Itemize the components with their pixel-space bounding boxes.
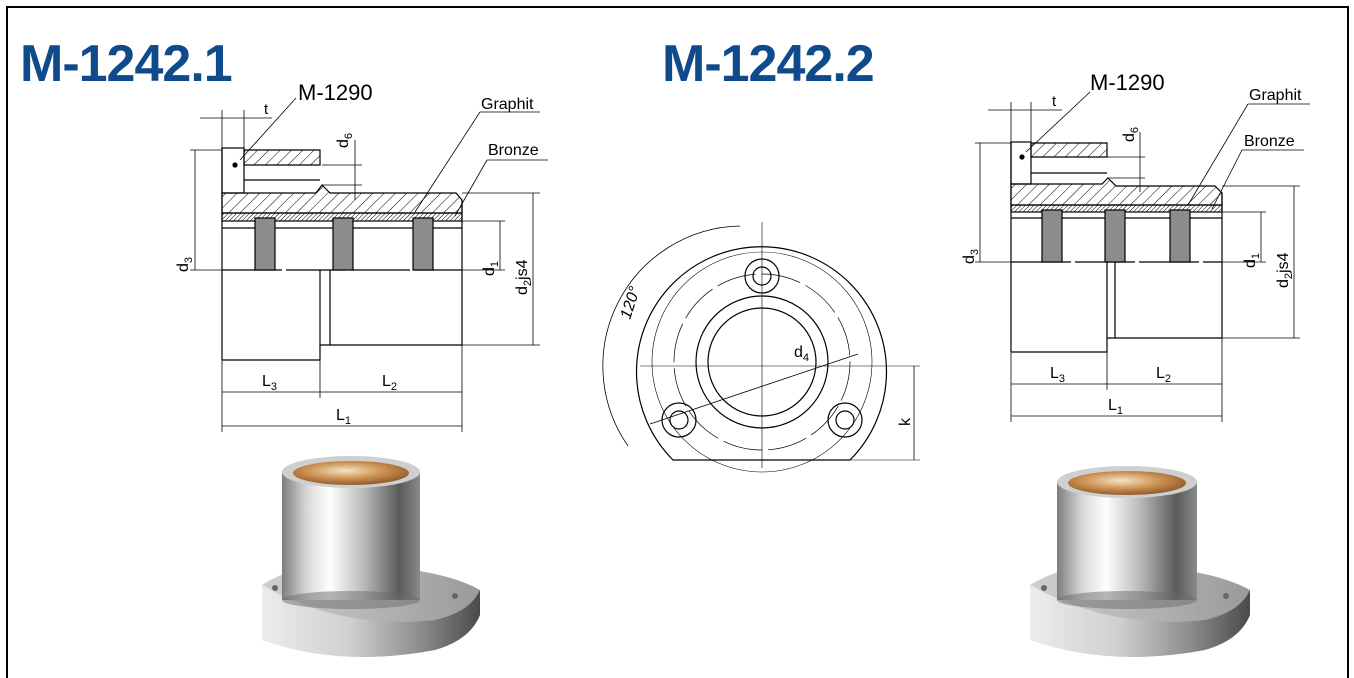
- left-title: M-1242.1: [20, 35, 233, 93]
- right-dim-t: t: [1052, 93, 1057, 110]
- left-part-label: M-1290: [298, 80, 373, 105]
- right-dim-L2: L2: [1156, 365, 1171, 385]
- left-dim-L1: L1: [336, 407, 351, 427]
- right-dim-d3: d3: [961, 249, 981, 264]
- right-section-view: [975, 91, 1310, 422]
- svg-text:120°: 120°: [618, 284, 645, 321]
- left-section-view: [190, 97, 548, 432]
- left-product-render: [262, 456, 480, 658]
- left-bronze-label: Bronze: [488, 142, 539, 159]
- svg-text:d2js4: d2js4: [1275, 252, 1295, 288]
- svg-text:k: k: [897, 417, 914, 426]
- right-product-render: [1030, 466, 1250, 658]
- front-view-flange: [602, 222, 920, 473]
- right-part-label: M-1290: [1090, 70, 1165, 95]
- right-graphit-label: Graphit: [1249, 87, 1302, 104]
- right-dim-d6: d6: [1121, 127, 1141, 142]
- right-dim-d1: d1: [1242, 253, 1262, 268]
- mid-title: M-1242.2: [662, 35, 875, 93]
- left-dim-d3: d3: [175, 257, 195, 272]
- left-dim-d2: d2js4: [514, 259, 534, 295]
- left-dim-L3: L3: [262, 373, 277, 393]
- right-bronze-label: Bronze: [1244, 133, 1295, 150]
- svg-text:d6: d6: [1121, 127, 1141, 142]
- left-dim-d6: d6: [335, 133, 355, 148]
- front-dim-angle: 120°: [618, 284, 645, 321]
- right-dim-d2: d2js4: [1275, 252, 1295, 288]
- left-dim-t: t: [264, 101, 269, 118]
- svg-text:d1: d1: [481, 261, 501, 276]
- left-dim-d1: d1: [481, 261, 501, 276]
- front-dim-d4: d4: [794, 344, 809, 364]
- svg-text:d6: d6: [335, 133, 355, 148]
- left-graphit-label: Graphit: [481, 96, 534, 113]
- front-dim-k: k: [897, 417, 914, 426]
- right-dim-L1: L1: [1108, 397, 1123, 417]
- left-dim-L2: L2: [382, 373, 397, 393]
- right-dim-L3: L3: [1050, 365, 1065, 385]
- svg-text:d1: d1: [1242, 253, 1262, 268]
- svg-text:d3: d3: [961, 249, 981, 264]
- frame-border: [6, 6, 1349, 678]
- svg-text:d2js4: d2js4: [514, 259, 534, 295]
- svg-text:d3: d3: [175, 257, 195, 272]
